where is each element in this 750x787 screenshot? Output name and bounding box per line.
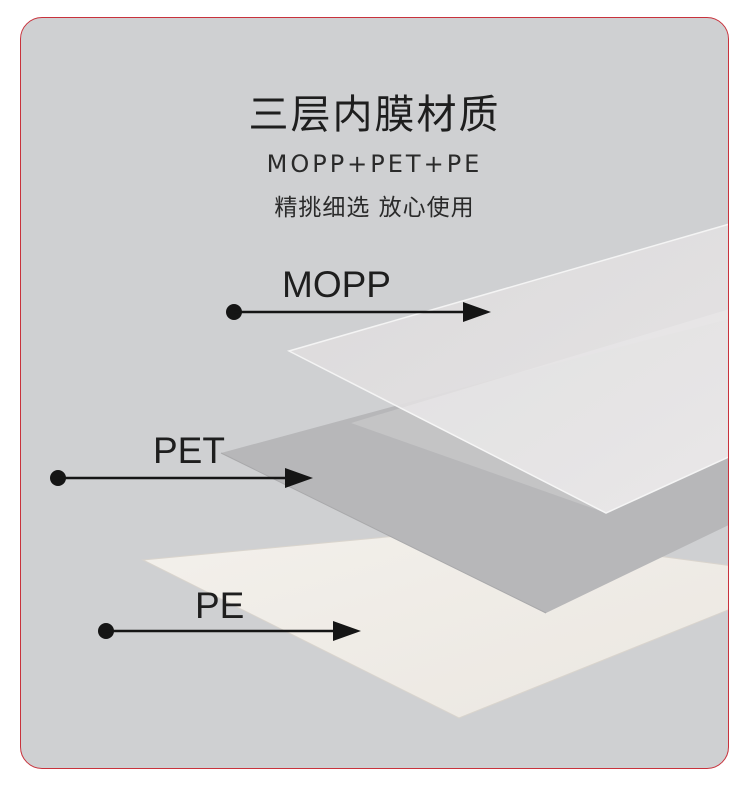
page-title: 三层内膜材质	[248, 92, 501, 138]
layer-label-mopp: MOPP	[282, 264, 391, 305]
layer-label-pet: PET	[153, 430, 225, 471]
tagline: 精挑细选 放心使用	[274, 195, 475, 221]
pe-pointer	[98, 621, 361, 641]
layer-illustration	[50, 223, 728, 719]
mopp-pointer	[226, 302, 491, 322]
pet-sheet-edge	[220, 452, 547, 614]
pet-pointer	[50, 468, 313, 488]
mopp-sheet-shade	[351, 309, 728, 513]
material-formula: MOPP+PET+PE	[266, 150, 483, 178]
product-card: 三层内膜材质 MOPP+PET+PE 精挑细选 放心使用	[20, 17, 729, 769]
layer-label-pe: PE	[195, 585, 245, 626]
mopp-sheet	[286, 223, 728, 514]
